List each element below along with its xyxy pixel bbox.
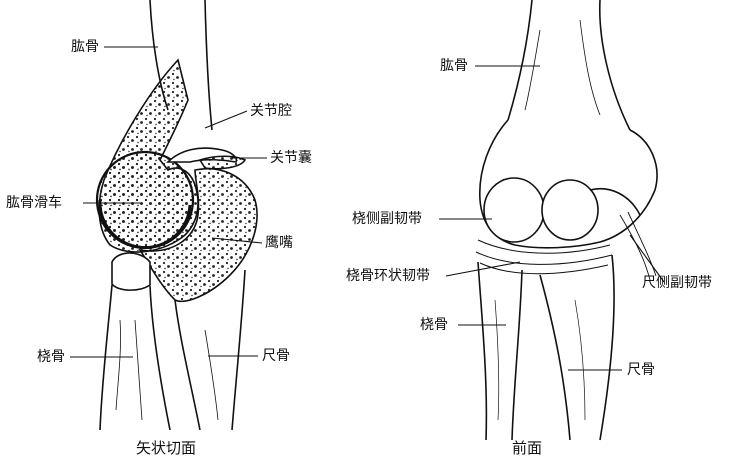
label-sagittal-ulna: 尺骨 [262, 348, 290, 364]
label-sagittal-radius: 桡骨 [37, 349, 65, 365]
joint-capsule [198, 155, 247, 170]
ulna-shaft [174, 269, 246, 431]
label-joint-cavity: 关节腔 [250, 103, 292, 119]
sagittal-leaders [70, 46, 267, 358]
label-trochlea: 肱骨滑车 [6, 195, 62, 211]
capitulum [483, 177, 545, 243]
ant-humerus-shaft [507, 0, 631, 131]
anterior-leaders [439, 65, 665, 371]
label-olecranon: 鹰嘴 [265, 235, 293, 251]
trochlea-front [541, 179, 599, 241]
radius-shaft [99, 284, 171, 431]
ant-radius [477, 261, 523, 441]
ant-ulna [539, 254, 615, 441]
ant-humerus-distal [479, 119, 658, 249]
radius-head [111, 252, 151, 291]
label-anterior-humerus: 肱骨 [440, 58, 468, 74]
label-sagittal-humerus: 肱骨 [71, 39, 99, 55]
label-ulnar-collateral-ligament: 尺侧副韧带 [642, 275, 712, 291]
caption-sagittal: 矢状切面 [136, 439, 197, 457]
caption-anterior: 前面 [512, 439, 543, 457]
label-anterior-ulna: 尺骨 [627, 362, 655, 378]
sagittal-section [95, 0, 258, 431]
label-annular-ligament: 桡骨环状韧带 [346, 268, 430, 284]
label-radial-collateral-ligament: 桡侧副韧带 [352, 211, 422, 227]
annular-band [475, 239, 613, 275]
anterior-view [475, 0, 658, 441]
label-anterior-radius: 桡骨 [420, 317, 448, 333]
label-joint-capsule: 关节囊 [270, 150, 312, 166]
